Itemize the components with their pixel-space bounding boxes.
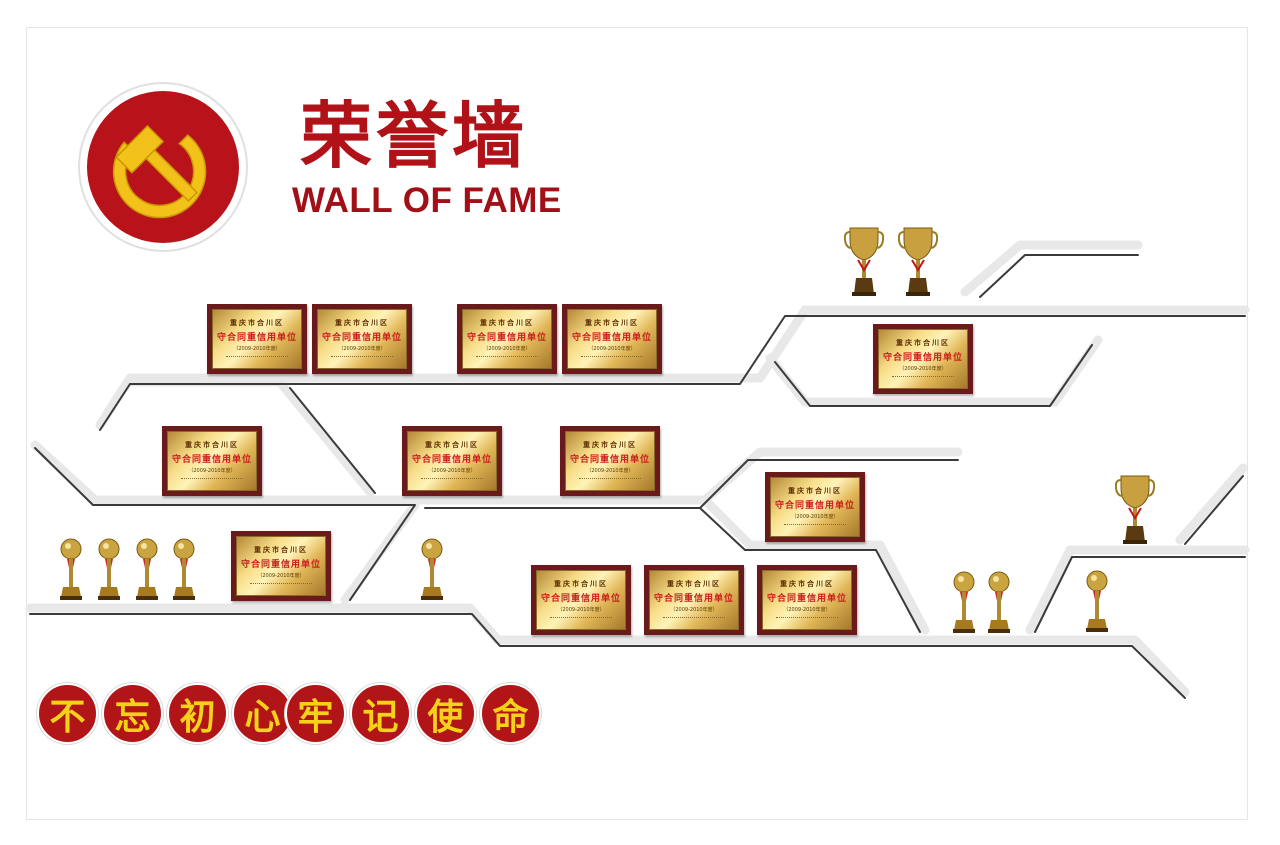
slogan-char: 使 — [415, 683, 476, 744]
poster-frame — [26, 27, 1248, 820]
honor-plaque: 重庆市合川区守合同重信用单位（2009-2010年度） — [402, 426, 502, 496]
ball-trophy-icon — [173, 538, 195, 600]
ball-trophy-icon — [136, 538, 158, 600]
honor-plaque: 重庆市合川区守合同重信用单位（2009-2010年度） — [312, 304, 412, 374]
ball-trophy-icon — [60, 538, 82, 600]
slogan-char: 记 — [350, 683, 411, 744]
honor-plaque: 重庆市合川区守合同重信用单位（2009-2010年度） — [765, 472, 865, 542]
cup-trophy-icon — [1115, 475, 1155, 544]
honor-plaque: 重庆市合川区守合同重信用单位（2009-2010年度） — [873, 324, 973, 394]
honor-plaque: 重庆市合川区守合同重信用单位（2009-2010年度） — [231, 531, 331, 601]
slogan-char: 心 — [232, 683, 293, 744]
ball-trophy-icon — [98, 538, 120, 600]
honor-plaque: 重庆市合川区守合同重信用单位（2009-2010年度） — [560, 426, 660, 496]
cup-trophy-icon — [844, 227, 884, 296]
ball-trophy-icon — [953, 571, 975, 633]
honor-plaque: 重庆市合川区守合同重信用单位（2009-2010年度） — [562, 304, 662, 374]
slogan-char: 不 — [37, 683, 98, 744]
honor-plaque: 重庆市合川区守合同重信用单位（2009-2010年度） — [457, 304, 557, 374]
slogan-part1: 不 忘 初 心 — [37, 683, 293, 744]
ball-trophy-icon — [421, 538, 443, 600]
slogan-char: 忘 — [102, 683, 163, 744]
slogan-part2: 牢 记 使 命 — [285, 683, 541, 744]
party-emblem-icon — [78, 82, 248, 252]
page-title-en: WALL OF FAME — [292, 181, 562, 220]
ball-trophy-icon — [988, 571, 1010, 633]
page-title-cn: 荣誉墙 — [300, 93, 529, 178]
honor-plaque: 重庆市合川区守合同重信用单位（2009-2010年度） — [162, 426, 262, 496]
honor-plaque: 重庆市合川区守合同重信用单位（2009-2010年度） — [757, 565, 857, 635]
cup-trophy-icon — [898, 227, 938, 296]
slogan-char: 命 — [480, 683, 541, 744]
slogan-char: 牢 — [285, 683, 346, 744]
honor-plaque: 重庆市合川区守合同重信用单位（2009-2010年度） — [644, 565, 744, 635]
slogan-char: 初 — [167, 683, 228, 744]
ball-trophy-icon — [1086, 570, 1108, 632]
honor-plaque: 重庆市合川区守合同重信用单位（2009-2010年度） — [531, 565, 631, 635]
honor-plaque: 重庆市合川区守合同重信用单位（2009-2010年度） — [207, 304, 307, 374]
